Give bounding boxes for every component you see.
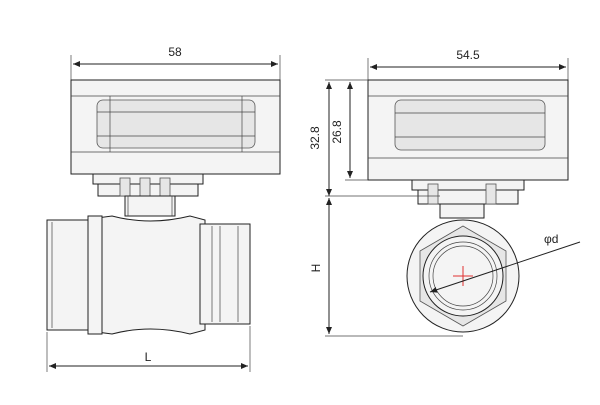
right-view: 54.5 32.8 26.8 — [308, 48, 581, 337]
height-dimension-32-8: 32.8 — [308, 79, 368, 196]
width-dimension-right: 54.5 — [367, 48, 569, 80]
length-label-L: L — [145, 350, 152, 364]
width-dimension-left: 58 — [70, 45, 281, 80]
height-label-26-8: 26.8 — [330, 120, 344, 144]
height-label-H: H — [309, 264, 323, 273]
coupling-right — [411, 179, 525, 219]
height-dimension-H: H — [309, 195, 463, 337]
left-view: 58 — [46, 45, 281, 372]
height-label-32-8: 32.8 — [308, 126, 322, 150]
diameter-dimension: φd — [429, 232, 581, 293]
actuator-housing-right — [367, 79, 569, 181]
width-label-58: 58 — [168, 45, 182, 59]
coupling-left — [92, 173, 204, 217]
actuator-housing-left — [70, 79, 281, 175]
valve-end-view — [406, 219, 520, 333]
length-dimension: L — [46, 326, 251, 372]
height-dimension-26-8: 26.8 — [330, 82, 368, 181]
diameter-label: φd — [544, 232, 558, 246]
valve-body-left — [46, 215, 251, 335]
width-label-54-5: 54.5 — [456, 48, 480, 62]
